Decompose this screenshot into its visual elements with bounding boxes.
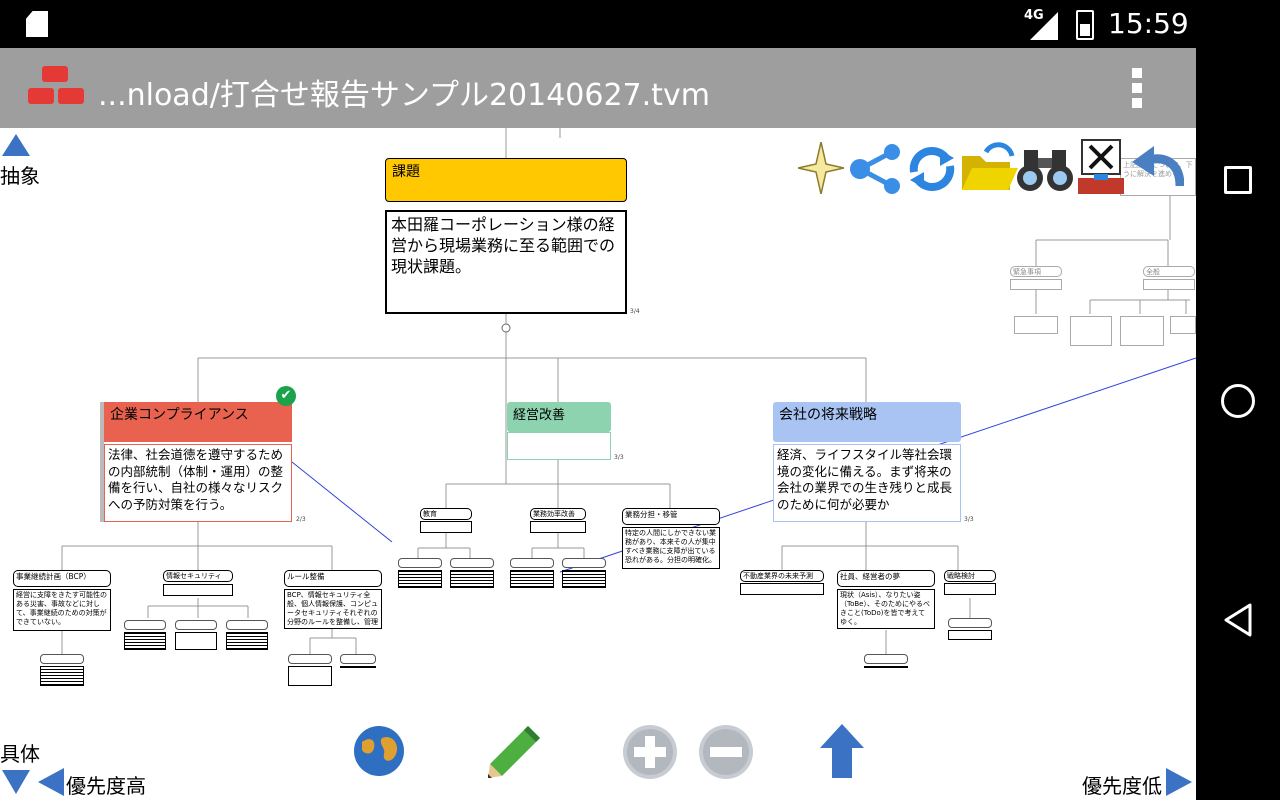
- sub-node-title: 教育: [420, 508, 472, 520]
- zoom-out-icon[interactable]: [698, 724, 754, 780]
- branch-count: 2/3: [296, 516, 306, 523]
- branch-count: 3/3: [614, 454, 624, 461]
- sub-node-title: 社員、経営者の夢: [837, 570, 935, 587]
- network-type: 4G: [1024, 8, 1044, 23]
- mindmap-canvas[interactable]: 課題 本田羅コーポレーション様の経営から現場業務に至る範囲での現状課題。 3/4…: [0, 128, 1196, 800]
- sub-node-title: ルール整備: [284, 570, 382, 587]
- branch-node-management[interactable]: 経営改善: [507, 402, 611, 462]
- sub-node-title: 不動産業界の未来予測: [740, 570, 824, 582]
- sub-node-efficiency[interactable]: 業務効率改善: [530, 508, 586, 534]
- right-node-title: 緊急事項: [1010, 266, 1062, 277]
- abstract-arrow-icon[interactable]: [2, 134, 30, 156]
- navigation-bar: [1196, 0, 1280, 800]
- abstract-label: 抽象: [0, 164, 40, 188]
- right-node-general[interactable]: 全般: [1143, 266, 1195, 292]
- battery-icon: [1076, 10, 1094, 40]
- sub-node-division[interactable]: 業務分担・移管 特定の人間にしかできない業務があり、本来その人が集中すべき業務に…: [622, 508, 720, 570]
- home-button[interactable]: [1221, 384, 1255, 418]
- sub-node-body: [740, 583, 824, 595]
- sub-node-body: BCP、情報セキュリティ全般、個人情報保護、コンピュータセキュリティそれぞれの分…: [284, 589, 382, 629]
- root-node[interactable]: 課題 本田羅コーポレーション様の経営から現場業務に至る範囲での現状課題。: [385, 158, 627, 314]
- sub-node-forecast[interactable]: 不動産業界の未来予測: [740, 570, 824, 596]
- priority-low-label: 優先度低: [1082, 774, 1162, 798]
- branch-node-compliance[interactable]: 企業コンプライアンス 法律、社会道徳を遵守するための内部統制（体制・運用）の整備…: [100, 402, 298, 522]
- sub-node-body: 経営に支障をきたす可能性のある災害、事故などに対して、事業継続のための対策ができ…: [13, 589, 111, 631]
- right-node-body: [1143, 279, 1195, 290]
- sub-node-body: 現状（Asis）、なりたい姿（ToBe）、そのためにやるべきこと(ToDo)を皆…: [837, 589, 935, 629]
- refresh-icon[interactable]: [906, 144, 958, 194]
- app-bar: [0, 48, 1196, 128]
- binoculars-icon[interactable]: [1016, 144, 1074, 194]
- undo-icon[interactable]: [1124, 142, 1184, 192]
- recents-button[interactable]: [1224, 166, 1252, 194]
- sub-node-rules[interactable]: ルール整備 BCP、情報セキュリティ全般、個人情報保護、コンピュータセキュリティ…: [284, 570, 382, 630]
- pencil-icon[interactable]: [486, 724, 542, 780]
- root-node-body: 本田羅コーポレーション様の経営から現場業務に至る範囲での現状課題。: [385, 210, 627, 314]
- priority-high-arrow-icon[interactable]: [38, 768, 64, 796]
- branch-body: [507, 432, 611, 460]
- sub-node-infosec[interactable]: 情報セキュリティ: [163, 570, 233, 598]
- sub-node-body: [530, 521, 586, 533]
- sub-node-strategy-review[interactable]: 戦略検討: [944, 570, 996, 596]
- sub-node-title: 事業継続計画（BCP）: [13, 570, 111, 587]
- sub-node-title: 業務効率改善: [530, 508, 586, 520]
- branch-node-strategy[interactable]: 会社の将来戦略 経済、ライフスタイル等社会環境の変化に備える。まず将来の会社の業…: [773, 402, 961, 522]
- right-node-title: 全般: [1143, 266, 1195, 277]
- root-node-title: 課題: [385, 158, 627, 202]
- close-window-icon[interactable]: [1076, 138, 1126, 196]
- branch-body: 経済、ライフスタイル等社会環境の変化に備える。まず将来の会社の業界での生き残りと…: [773, 444, 961, 522]
- share-icon[interactable]: [848, 144, 904, 194]
- root-count: 3/4: [630, 308, 640, 315]
- sub-node-body: [163, 584, 233, 596]
- sub-node-body: 特定の人間にしかできない業務があり、本来その人が集中すべき業務に支障が出ている恐…: [622, 527, 720, 569]
- zoom-in-icon[interactable]: [622, 724, 678, 780]
- back-button[interactable]: [1222, 602, 1254, 638]
- folder-open-icon[interactable]: [960, 142, 1018, 194]
- up-arrow-icon[interactable]: [820, 724, 864, 778]
- branch-title: 会社の将来戦略: [773, 402, 961, 442]
- right-node-urgent[interactable]: 緊急事項: [1010, 266, 1062, 292]
- branch-title: 経営改善: [507, 402, 611, 432]
- status-bar: 4G 15:59: [0, 0, 1196, 48]
- priority-low-arrow-icon[interactable]: [1166, 768, 1192, 796]
- app-logo-icon[interactable]: [28, 66, 86, 108]
- globe-icon[interactable]: [352, 724, 406, 778]
- sub-node-education[interactable]: 教育: [420, 508, 472, 534]
- branch-count: 3/3: [964, 516, 974, 523]
- sub-node-bcp[interactable]: 事業継続計画（BCP） 経営に支障をきたす可能性のある災害、事故などに対して、事…: [13, 570, 111, 632]
- priority-high-label: 優先度高: [66, 774, 146, 798]
- overflow-menu-icon[interactable]: [1132, 68, 1144, 110]
- clock: 15:59: [1108, 7, 1189, 40]
- branch-body: 法律、社会道徳を遵守するための内部統制（体制・運用）の整備を行い、自社の様々なリ…: [104, 444, 292, 522]
- sub-node-title: 戦略検討: [944, 570, 996, 582]
- sparkle-icon[interactable]: [798, 142, 844, 194]
- checkmark-icon: ✔: [276, 386, 296, 406]
- sub-node-body: [420, 521, 472, 533]
- branch-title: 企業コンプライアンス: [104, 402, 292, 442]
- file-title: ...nload/打合せ報告サンプル20140627.tvm: [98, 78, 710, 113]
- sub-node-dream[interactable]: 社員、経営者の夢 現状（Asis）、なりたい姿（ToBe）、そのためにやるべきこ…: [837, 570, 935, 630]
- sub-node-title: 情報セキュリティ: [163, 570, 233, 582]
- sub-node-body: [944, 583, 996, 595]
- concrete-arrow-icon[interactable]: [2, 770, 30, 794]
- sd-card-icon: [26, 11, 48, 37]
- concrete-label: 具体: [0, 742, 40, 766]
- sub-node-title: 業務分担・移管: [622, 508, 720, 525]
- right-node-body: [1010, 279, 1062, 290]
